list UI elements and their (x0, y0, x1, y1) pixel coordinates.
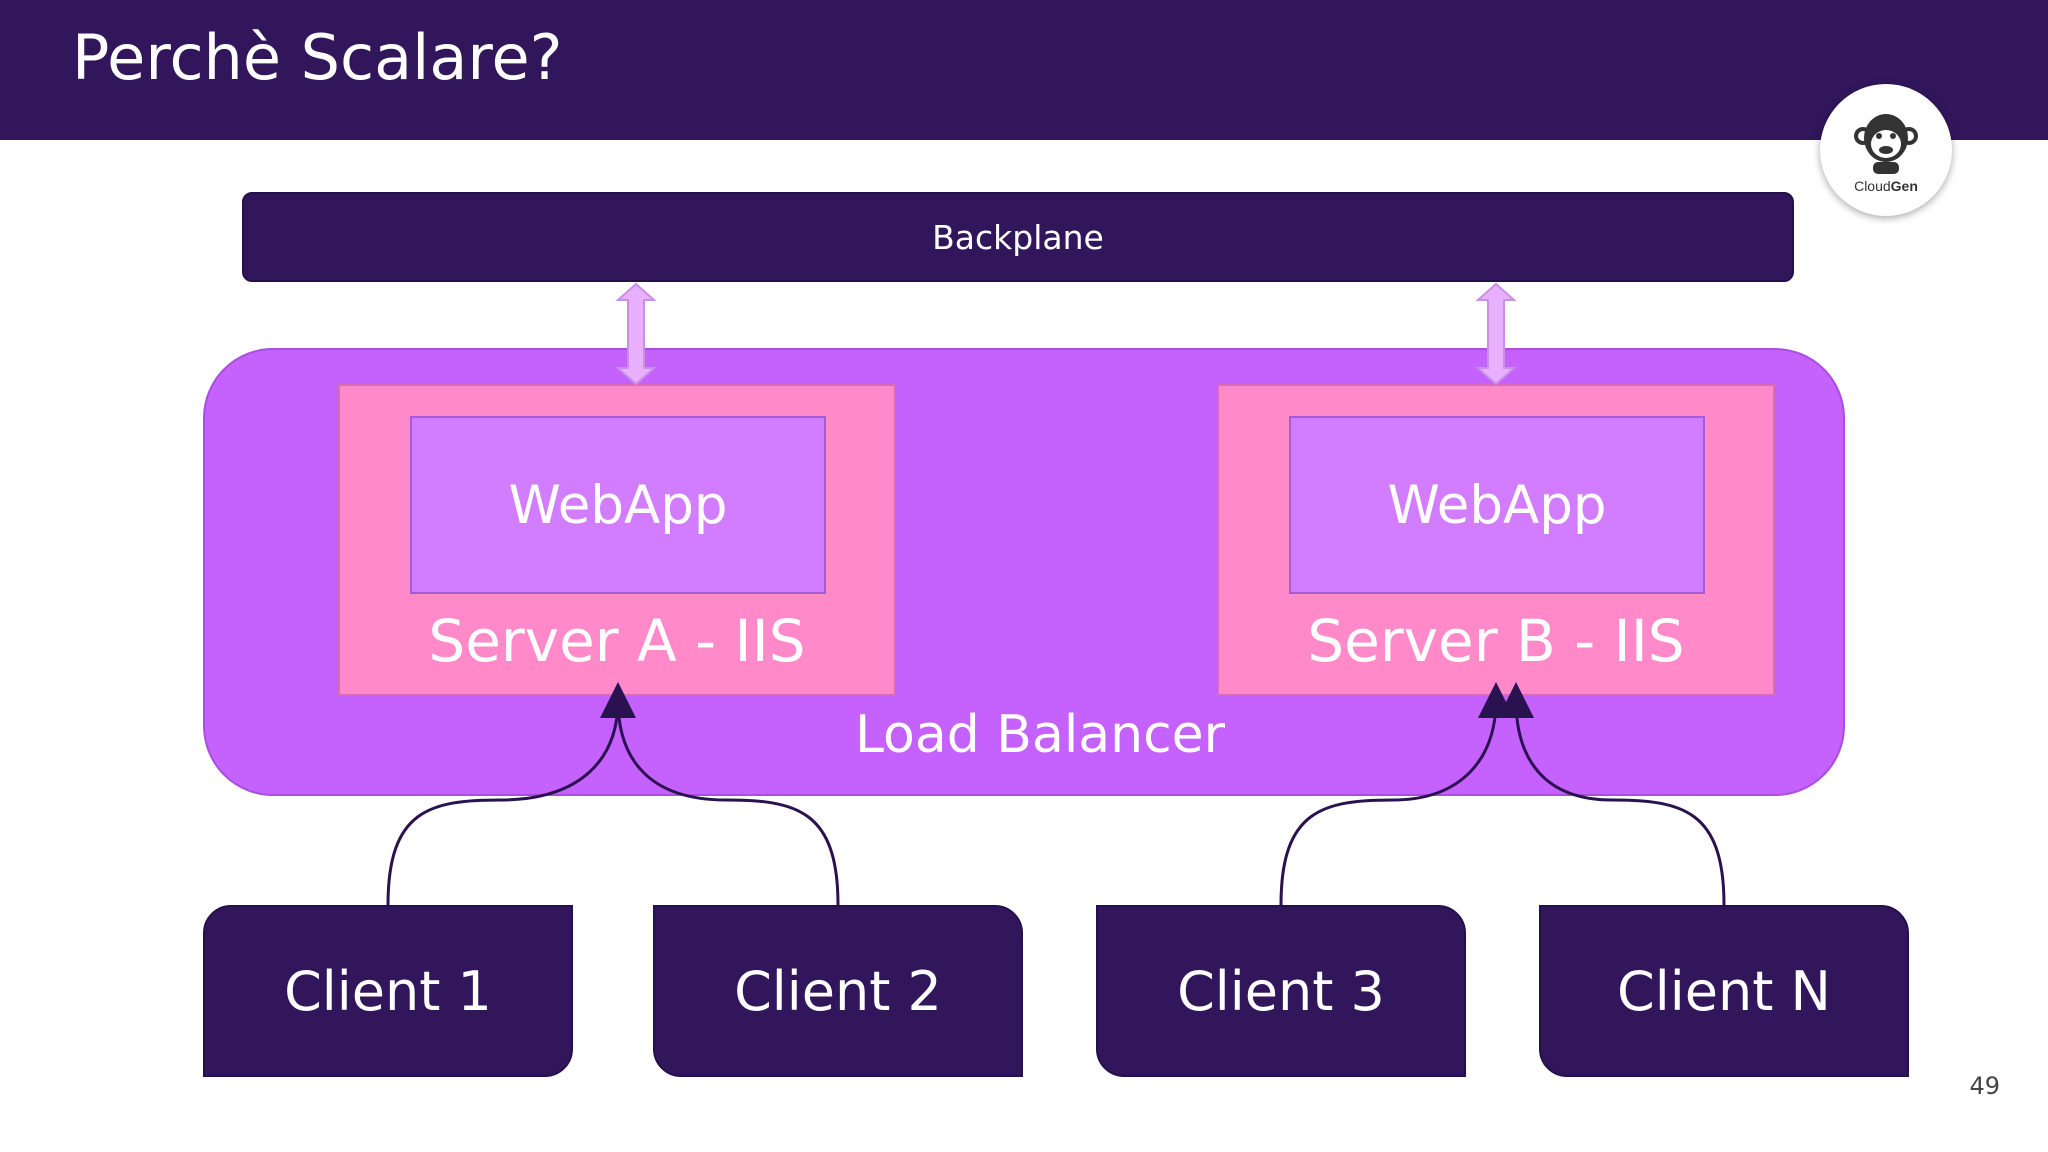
client-n-box: Client N (1539, 905, 1909, 1077)
client-1-label: Client 1 (284, 959, 492, 1023)
webapp-a-box: WebApp (410, 416, 826, 594)
server-b-label: Server B - IIS (1307, 607, 1685, 675)
monkey-icon (1854, 114, 1918, 174)
load-balancer-label: Load Balancer (855, 705, 1226, 765)
client-2-label: Client 2 (734, 959, 942, 1023)
server-a-box: WebApp Server A - IIS (338, 384, 896, 696)
slide-header (0, 0, 2048, 140)
cloudgen-logo: CloudGen (1820, 84, 1952, 216)
sync-arrow-a (615, 282, 657, 386)
server-a-label: Server A - IIS (428, 607, 806, 675)
page-number: 49 (1969, 1072, 2000, 1100)
client-n-label: Client N (1617, 959, 1831, 1023)
server-b-box: WebApp Server B - IIS (1217, 384, 1775, 696)
connector-client-1 (386, 682, 636, 906)
webapp-b-label: WebApp (1387, 474, 1607, 536)
backplane-box: Backplane (242, 192, 1794, 282)
connector-client-2 (616, 699, 840, 906)
slide-title: Perchè Scalare? (72, 21, 563, 94)
client-2-box: Client 2 (653, 905, 1023, 1077)
sync-arrow-b (1475, 282, 1517, 386)
logo-text: CloudGen (1854, 178, 1918, 194)
client-3-box: Client 3 (1096, 905, 1466, 1077)
client-1-box: Client 1 (203, 905, 573, 1077)
connector-client-3 (1279, 682, 1514, 906)
client-3-label: Client 3 (1177, 959, 1385, 1023)
webapp-b-box: WebApp (1289, 416, 1705, 594)
connector-client-n (1498, 682, 1726, 906)
webapp-a-label: WebApp (508, 474, 728, 536)
backplane-label: Backplane (932, 217, 1104, 257)
